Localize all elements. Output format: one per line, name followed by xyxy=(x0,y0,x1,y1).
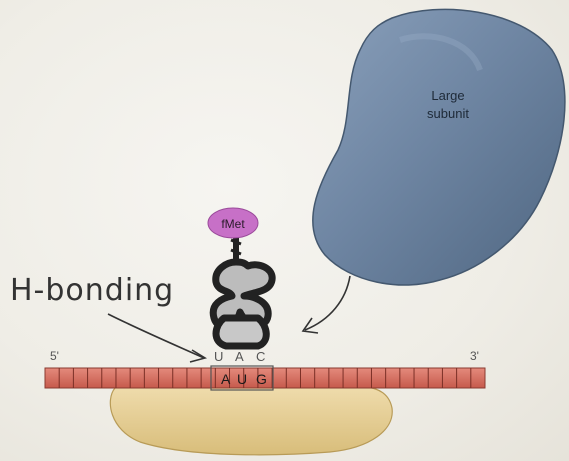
mrna-five-prime-label: 5' xyxy=(50,349,59,363)
codon-base-2: U xyxy=(237,371,247,387)
mrna-three-prime-label: 3' xyxy=(470,349,479,363)
large-subunit-label-line1: Large xyxy=(431,88,464,103)
large-subunit: Large subunit xyxy=(313,9,565,285)
fmet-amino-acid: fMet xyxy=(208,208,258,238)
codon-base-3: G xyxy=(256,371,267,387)
h-bonding-label: H-bonding xyxy=(10,273,174,308)
h-bonding-annotation: H-bonding xyxy=(10,273,205,362)
small-subunit xyxy=(110,384,392,455)
anticodon-base-3: C xyxy=(256,349,265,364)
curved-arrow-icon xyxy=(305,276,350,330)
initiator-trna: U A C xyxy=(213,232,272,364)
subunit-approach-arrow xyxy=(303,276,350,333)
curved-arrow-icon xyxy=(108,314,204,358)
fmet-label: fMet xyxy=(221,217,245,231)
large-subunit-label-line2: subunit xyxy=(427,106,469,121)
arrowhead-icon xyxy=(190,350,205,362)
codon-base-1: A xyxy=(221,371,231,387)
anticodon-base-2: A xyxy=(235,349,244,364)
anticodon-base-1: U xyxy=(214,349,223,364)
